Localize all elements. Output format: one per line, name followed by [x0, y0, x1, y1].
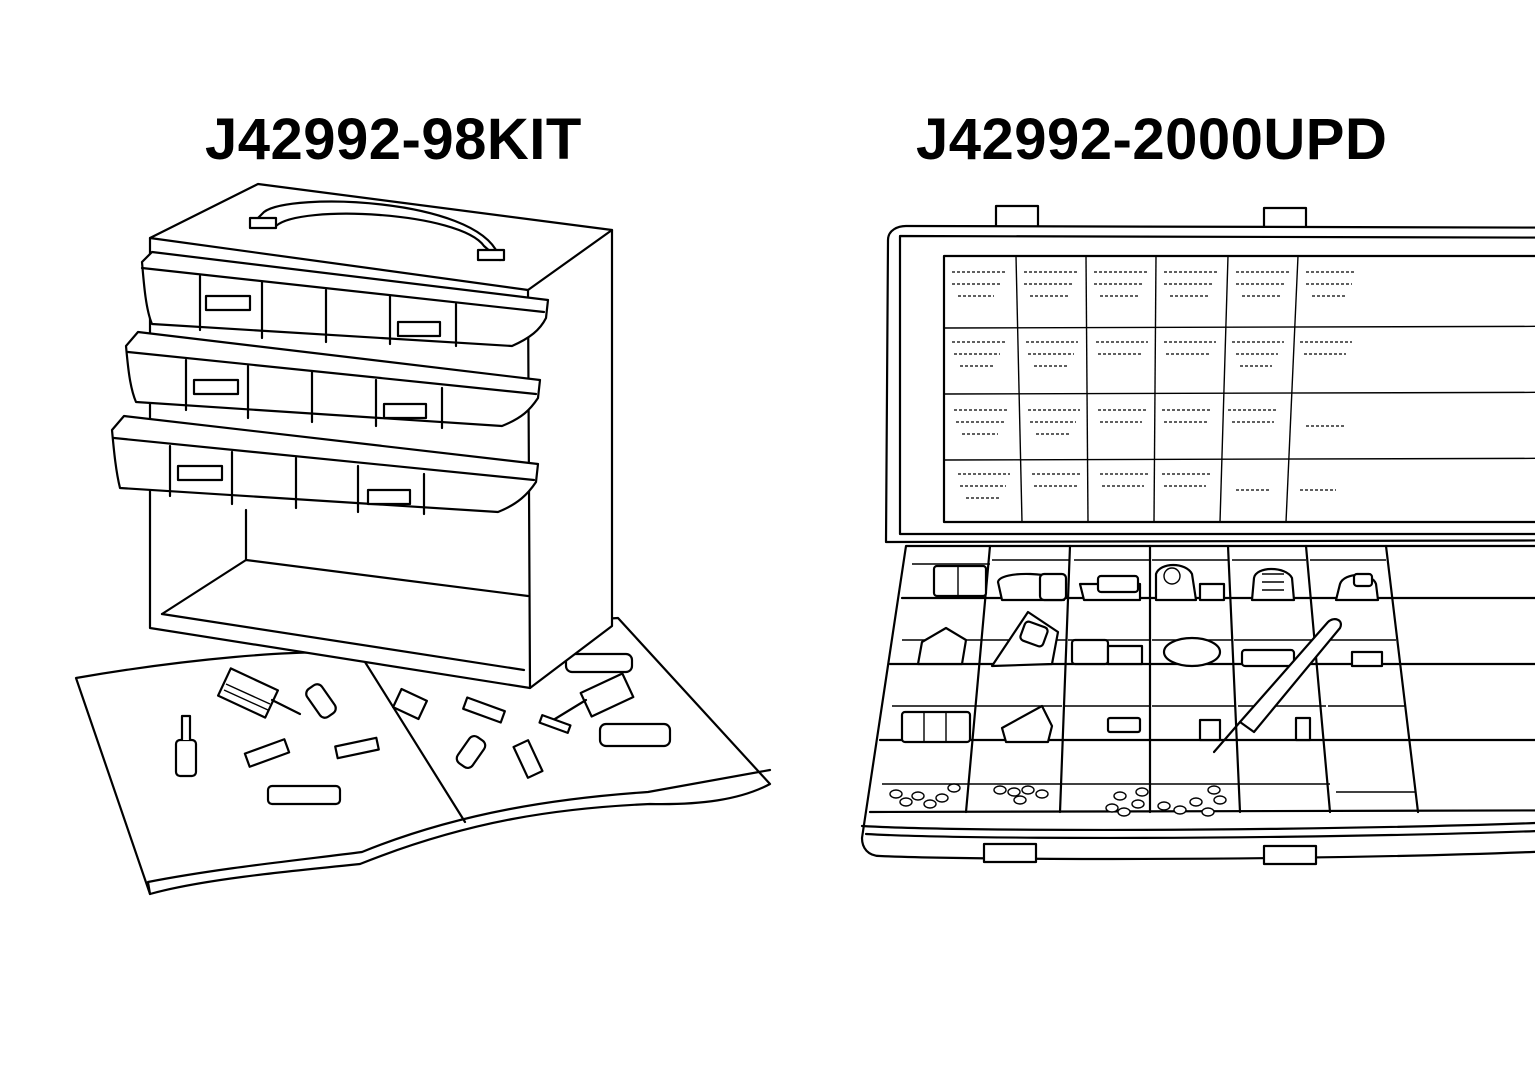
- drawer-middle: [124, 330, 542, 430]
- kit-label-right: J42992-2000UPD: [916, 107, 1388, 172]
- instruction-book: [74, 616, 772, 896]
- compartment-case: [860, 204, 1535, 866]
- lid-inventory-chart: [942, 254, 1535, 524]
- drawer-bottom: [110, 414, 540, 516]
- tray-connectors: [900, 563, 1384, 744]
- drawer-cabinet: [110, 182, 614, 690]
- drawer-top: [140, 250, 550, 348]
- tray-terminals: [889, 783, 1227, 817]
- kit-label-left: J42992-98KIT: [205, 107, 582, 172]
- book-parts: [174, 652, 672, 806]
- probe-tool: [1212, 618, 1342, 754]
